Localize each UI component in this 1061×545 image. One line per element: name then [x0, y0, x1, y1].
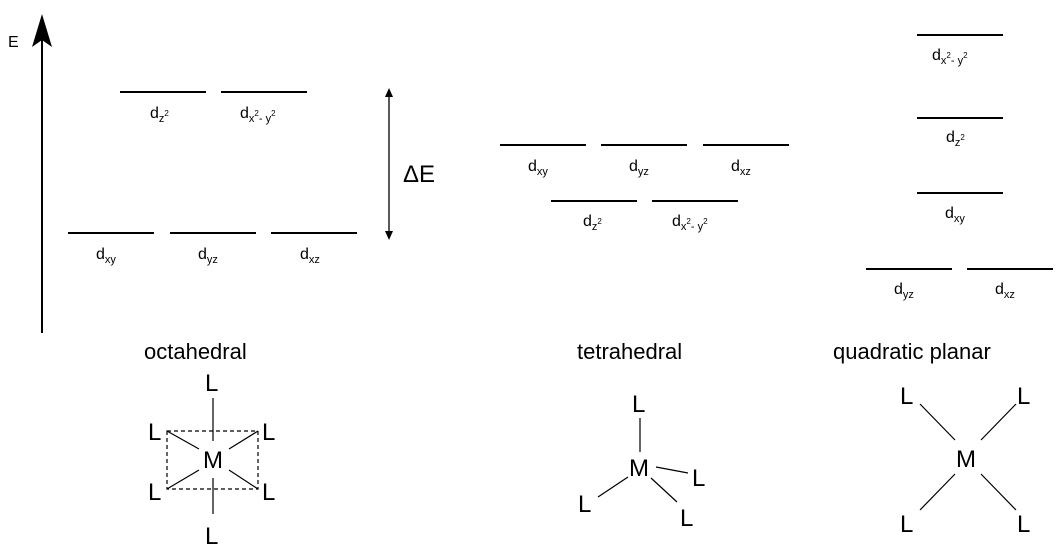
ligand-sq-upper-right: L [1017, 383, 1030, 410]
label-sq-dxz: dxz [995, 281, 1015, 301]
bond-oct-lower-right [228, 469, 259, 490]
label-oct-dyz: dyz [198, 246, 218, 266]
tetrahedral-structure: M L L L L [578, 391, 705, 532]
ligand-sq-lower-left: L [900, 511, 913, 538]
label-oct-dxz: dxz [300, 246, 320, 266]
bond-tet-right [655, 466, 689, 474]
ligand-oct-lower-left: L [148, 479, 161, 506]
octahedral-title: octahedral [144, 339, 247, 364]
label-tet-dx2y2: dx2- y2 [672, 213, 708, 233]
metal-tet: M [629, 455, 649, 482]
ligand-tet-lower-left: L [578, 491, 591, 518]
metal-sq: M [956, 446, 976, 473]
ligand-sq-lower-right: L [1017, 511, 1030, 538]
label-oct-dz2: dz2 [150, 105, 169, 125]
ligand-tet-right: L [692, 465, 705, 492]
ligand-sq-upper-left: L [900, 383, 913, 410]
label-oct-dxy: dxy [96, 246, 116, 266]
energy-axis: E [8, 14, 52, 333]
ligand-oct-bottom: L [205, 523, 218, 545]
label-oct-dx2y2: dx2- y2 [240, 105, 276, 125]
bond-sq-lower-right [980, 473, 1017, 511]
tetrahedral-title: tetrahedral [577, 339, 682, 364]
bond-sq-lower-left [919, 473, 956, 511]
label-sq-dz2: dz2 [946, 129, 965, 149]
delta-e-arrowhead-bottom [385, 231, 393, 240]
ligand-oct-upper-right: L [262, 419, 275, 446]
square-planar-splitting: dx2- y2 dz2 dxy dyz dxz [866, 34, 1053, 301]
bond-sq-upper-right [980, 403, 1017, 441]
delta-e-marker: ΔE [385, 88, 435, 240]
label-sq-dxy: dxy [945, 205, 965, 225]
delta-e-label: ΔE [403, 161, 435, 188]
square-planar-structure: M L L L L [900, 383, 1030, 538]
ligand-tet-lower-right: L [680, 505, 693, 532]
square-planar-title: quadratic planar [833, 339, 991, 364]
label-tet-dxz: dxz [731, 158, 751, 178]
energy-axis-arrowhead [32, 14, 52, 47]
bond-oct-upper-left [166, 430, 200, 450]
octahedral-structure: M L L L L L L [148, 370, 275, 545]
energy-axis-label: E [8, 34, 19, 51]
bond-tet-lower-right [650, 477, 678, 503]
bond-oct-lower-left [166, 469, 200, 490]
octahedral-splitting: dz2 dx2- y2 dxy dyz dxz [68, 91, 357, 266]
label-tet-dyz: dyz [629, 158, 649, 178]
label-tet-dxy: dxy [528, 158, 548, 178]
label-tet-dz2: dz2 [583, 213, 602, 233]
bond-tet-lower-left [597, 476, 629, 498]
ligand-tet-top: L [632, 391, 645, 418]
metal-oct: M [203, 447, 223, 474]
ligand-oct-upper-left: L [148, 419, 161, 446]
ligand-oct-top: L [205, 370, 218, 397]
bond-sq-upper-left [919, 403, 956, 441]
ligand-oct-lower-right: L [262, 479, 275, 506]
label-sq-dyz: dyz [894, 281, 914, 301]
delta-e-arrowhead-top [385, 88, 393, 97]
bond-oct-upper-right [228, 430, 259, 450]
label-sq-dx2y2: dx2- y2 [932, 47, 968, 67]
tetrahedral-splitting: dxy dyz dxz dz2 dx2- y2 [500, 144, 789, 233]
